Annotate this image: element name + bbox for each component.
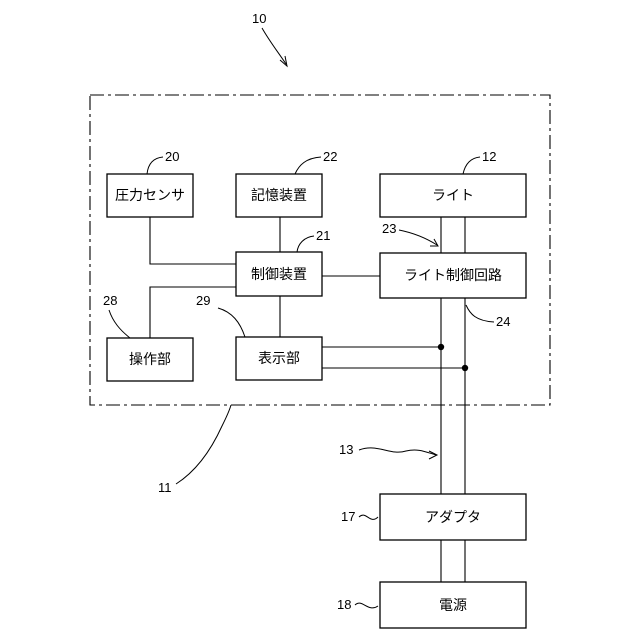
controller-label: 制御装置: [251, 267, 307, 283]
ref-20-leader: [147, 157, 163, 174]
block-display-unit: 表示部: [236, 337, 322, 380]
ref-10: 10: [252, 11, 266, 26]
ref-23: 23: [382, 221, 396, 236]
ref-13: 13: [339, 442, 353, 457]
block-light-control-circuit: ライト制御回路: [380, 253, 526, 298]
ref-24: 24: [496, 314, 510, 329]
ref-28: 28: [103, 293, 117, 308]
block-adapter: アダプタ: [380, 494, 526, 540]
ref-23-arrow: [399, 230, 437, 245]
light-label: ライト: [432, 188, 474, 204]
display-unit-label: 表示部: [258, 351, 300, 367]
ref-21: 21: [316, 228, 330, 243]
ref-17: 17: [341, 509, 355, 524]
ref-21-leader: [297, 236, 314, 252]
ref-12-leader: [463, 157, 480, 174]
ref-10-arrow: [262, 28, 286, 64]
block-controller: 制御装置: [236, 252, 322, 296]
junction-dot-2: [462, 365, 468, 371]
storage-label: 記憶装置: [251, 187, 307, 204]
ref-11: 11: [158, 480, 172, 495]
power-label: 電源: [439, 598, 467, 614]
ref-18: 18: [337, 597, 351, 612]
ref-17-leader: [359, 515, 378, 519]
ref-22: 22: [323, 149, 337, 164]
ref-29: 29: [196, 293, 210, 308]
ref-11-leader: [176, 405, 231, 484]
junction-dot-1: [438, 344, 444, 350]
ref-28-leader: [109, 310, 130, 338]
pressure-sensor-label: 圧力センサ: [115, 188, 185, 204]
ref-22-leader: [295, 157, 321, 174]
adapter-label: アダプタ: [425, 510, 481, 526]
ref-20: 20: [165, 149, 179, 164]
ref-24-leader: [466, 305, 494, 322]
ref-29-leader: [218, 308, 245, 337]
block-power: 電源: [380, 582, 526, 628]
operation-unit-label: 操作部: [129, 352, 171, 368]
block-light: ライト: [380, 174, 526, 217]
ref-13-arrow: [359, 448, 436, 455]
block-pressure-sensor: 圧力センサ: [107, 174, 193, 217]
ref-18-leader: [355, 603, 378, 608]
block-storage: 記憶装置: [236, 174, 322, 217]
light-control-circuit-label: ライト制御回路: [404, 268, 502, 284]
ref-12: 12: [482, 149, 496, 164]
block-operation-unit: 操作部: [107, 338, 193, 381]
